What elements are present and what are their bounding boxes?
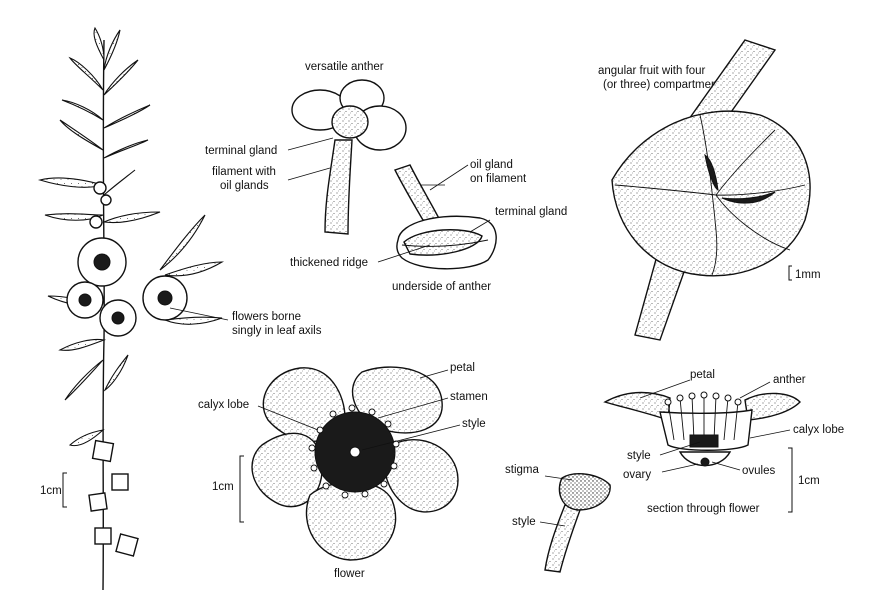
- label-versatile-anther: versatile anther: [305, 61, 384, 73]
- label-terminal-gland-1: terminal gland: [205, 145, 277, 157]
- label-fruit-2: (or three) compartments: [603, 79, 727, 91]
- label-oil-gland-1: oil gland: [470, 159, 513, 171]
- label-section-through-flower: section through flower: [647, 503, 760, 515]
- label-underside-of-anther: underside of anther: [392, 281, 491, 293]
- scale-bar-section: [788, 447, 793, 513]
- label-style-section: style: [627, 450, 651, 462]
- branch-leaves: [37, 26, 225, 447]
- section-stamens: [664, 391, 742, 441]
- label-filament-oil-glands-1: filament with: [212, 166, 276, 178]
- label-flowers-borne-1: flowers borne: [232, 311, 301, 323]
- label-ovary: ovary: [623, 469, 651, 481]
- label-stigma: stigma: [505, 464, 539, 476]
- angular-fruit-figure: angular fruit with four (or three) compa…: [598, 39, 821, 341]
- label-thickened-ridge: thickened ridge: [290, 257, 368, 269]
- label-stamen: stamen: [450, 391, 488, 403]
- label-style-stigma: style: [512, 516, 536, 528]
- label-petal-section: petal: [690, 369, 715, 381]
- stigma-style-figure: stigma style: [505, 464, 611, 573]
- label-flowers-borne-2: singly in leaf axils: [232, 325, 322, 337]
- label-fruit-1: angular fruit with four: [598, 65, 706, 77]
- scale-label-left: 1cm: [40, 485, 62, 497]
- label-terminal-gland-2: terminal gland: [495, 206, 567, 218]
- label-calyx-lobe-flower: calyx lobe: [198, 399, 249, 411]
- label-flower: flower: [334, 568, 365, 580]
- flowering-branch: 1cm flowers borne singly in leaf axils: [37, 26, 322, 591]
- scale-bar-flower: [239, 455, 244, 523]
- branch-buds-fruits: [88, 181, 139, 557]
- scale-label-section: 1cm: [798, 475, 820, 487]
- scale-label-fruit: 1mm: [795, 269, 821, 281]
- scale-label-flower: 1cm: [212, 481, 234, 493]
- label-style-flower: style: [462, 418, 486, 430]
- scale-bar-left: [62, 472, 67, 508]
- label-calyx-lobe-section: calyx lobe: [793, 424, 844, 436]
- label-petal-flower: petal: [450, 362, 475, 374]
- label-ovules: ovules: [742, 465, 775, 477]
- label-anther: anther: [773, 374, 806, 386]
- scale-bar-fruit: [788, 265, 792, 281]
- underside-of-anther-figure: oil gland on filament terminal gland thi…: [290, 159, 567, 293]
- label-filament-oil-glands-2: oil glands: [220, 180, 269, 192]
- flower-front-view: petal stamen calyx lobe style 1cm flower: [198, 362, 488, 580]
- versatile-anther-figure: versatile anther terminal gland filament…: [205, 61, 407, 235]
- section-through-flower-figure: petal anther calyx lobe style ovary ovul…: [603, 369, 844, 515]
- branch-flowers: [66, 237, 188, 337]
- label-oil-gland-2: on filament: [470, 173, 527, 185]
